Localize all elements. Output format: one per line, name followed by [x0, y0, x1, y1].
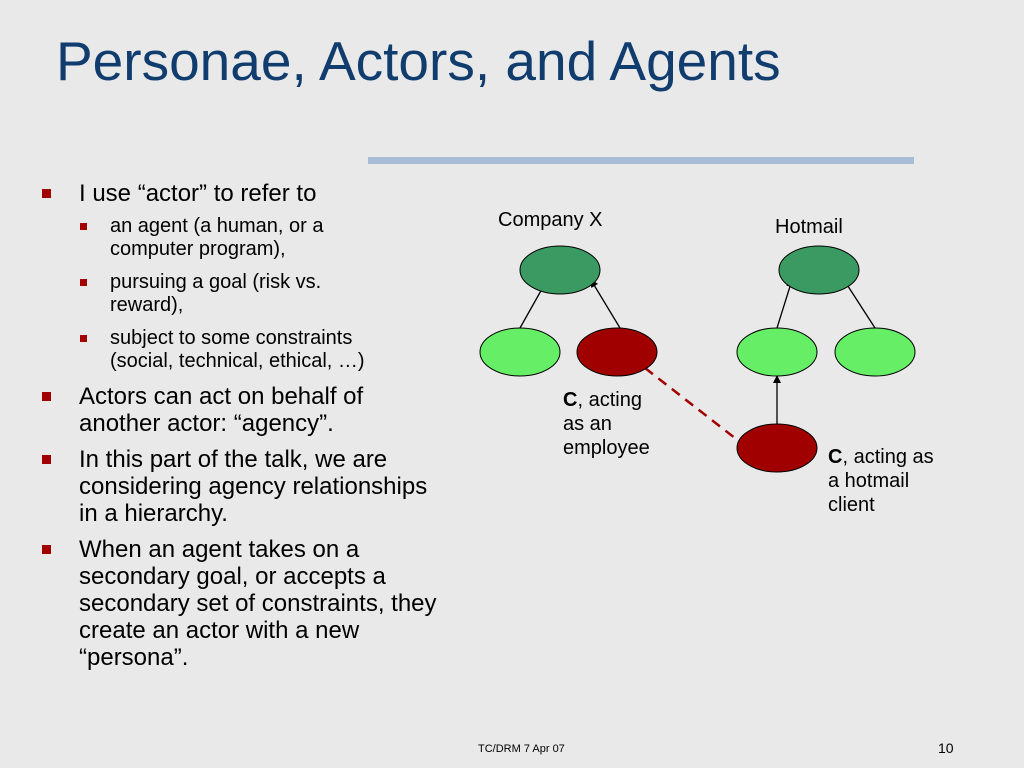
- hotmail-child-node-left: [736, 327, 818, 377]
- sub-bullet-item: pursuing a goal (risk vs. reward),: [79, 271, 400, 317]
- employee-actor-node: [576, 327, 658, 377]
- employee-caption-c: C: [563, 389, 578, 411]
- hotmail-label: Hotmail: [775, 216, 843, 238]
- hotmail-child-node-right: [834, 327, 916, 377]
- employee-caption: C, acting as an employee: [563, 388, 650, 460]
- company-x-node: [519, 245, 601, 295]
- square-bullet-icon: [80, 279, 87, 286]
- arrow-company-right: [590, 279, 621, 329]
- sub-bullet-text: an agent (a human, or a computer program…: [110, 215, 324, 260]
- employee-caption-line3: employee: [563, 437, 650, 459]
- square-bullet-icon: [80, 335, 87, 342]
- client-caption-c: C: [828, 446, 843, 468]
- square-bullet-icon: [42, 392, 51, 401]
- bullet-text: Actors can act on behalf of another acto…: [79, 383, 364, 437]
- square-bullet-icon: [42, 455, 51, 464]
- title-underline: [368, 157, 914, 164]
- bullet-item: Actors can act on behalf of another acto…: [40, 383, 440, 437]
- client-caption-line2: a hotmail: [828, 470, 910, 492]
- agency-diagram: Company X Hotmail C, acting as an employ…: [440, 190, 1000, 550]
- sub-bullet-item: subject to some constraints (social, tec…: [79, 327, 400, 373]
- sub-bullet-text: subject to some constraints (social, tec…: [110, 327, 365, 372]
- sub-bullet-list: an agent (a human, or a computer program…: [79, 215, 440, 373]
- sub-bullet-text: pursuing a goal (risk vs. reward),: [110, 271, 322, 316]
- bullet-item: In this part of the talk, we are conside…: [40, 446, 440, 527]
- square-bullet-icon: [80, 223, 87, 230]
- arrow-hotmail-left: [776, 279, 794, 329]
- client-caption-line3: client: [828, 494, 875, 516]
- slide-title: Personae, Actors, and Agents: [56, 30, 781, 92]
- client-actor-node: [736, 423, 818, 473]
- company-x-label: Company X: [498, 209, 603, 231]
- bullet-text: In this part of the talk, we are conside…: [79, 446, 428, 527]
- arrow-hotmail-right: [843, 279, 876, 329]
- company-child-node: [479, 327, 561, 377]
- bullet-list: I use “actor” to refer to an agent (a hu…: [40, 180, 440, 680]
- square-bullet-icon: [42, 189, 51, 198]
- hotmail-node: [778, 245, 860, 295]
- footer-text: TC/DRM 7 Apr 07: [478, 743, 565, 755]
- bullet-text: When an agent takes on a secondary goal,…: [79, 536, 437, 671]
- persona-dashed-link: [644, 367, 741, 443]
- page-number: 10: [938, 740, 954, 756]
- employee-caption-line2: as an: [563, 413, 612, 435]
- sub-bullet-item: an agent (a human, or a computer program…: [79, 215, 400, 261]
- bullet-item: I use “actor” to refer to an agent (a hu…: [40, 180, 440, 373]
- employee-caption-rest: , acting: [577, 389, 642, 411]
- bullet-text: I use “actor” to refer to: [79, 180, 317, 207]
- client-caption: C, acting as a hotmail client: [828, 445, 934, 517]
- client-caption-rest: , acting as: [842, 446, 934, 468]
- diagram-canvas: [479, 245, 916, 473]
- square-bullet-icon: [42, 545, 51, 554]
- bullet-item: When an agent takes on a secondary goal,…: [40, 536, 440, 671]
